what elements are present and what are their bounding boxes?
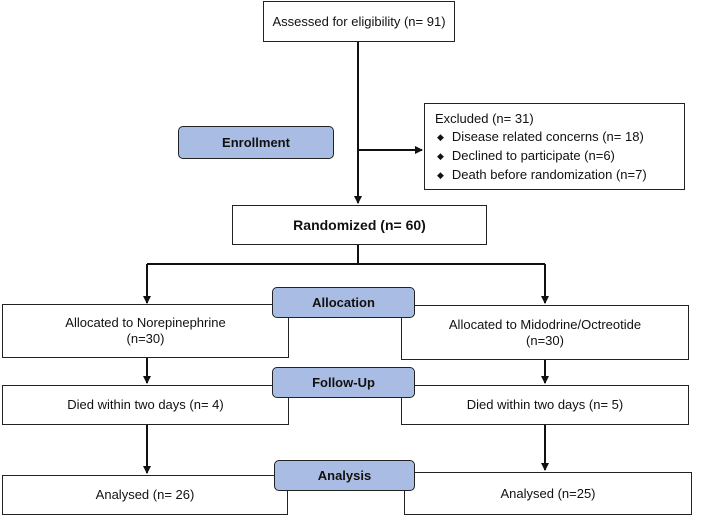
right-analysed-box: Analysed (n=25) bbox=[404, 472, 692, 515]
stage-analysis: Analysis bbox=[274, 460, 415, 491]
right-allocation-box: Allocated to Midodrine/Octreotide (n=30) bbox=[401, 305, 689, 360]
right-allocation-line2: (n=30) bbox=[526, 332, 564, 348]
left-allocation-box: Allocated to Norepinephrine (n=30) bbox=[2, 304, 289, 358]
diamond-bullet-icon: ◆ bbox=[437, 132, 444, 142]
excluded-reason: ◆Declined to participate (n=6) bbox=[437, 148, 615, 163]
left-died-box: Died within two days (n= 4) bbox=[2, 385, 289, 425]
excluded-box: Excluded (n= 31) ◆Disease related concer… bbox=[424, 103, 685, 190]
stage-enrollment: Enrollment bbox=[178, 126, 334, 159]
randomized-box: Randomized (n= 60) bbox=[232, 205, 487, 245]
stage-allocation-label: Allocation bbox=[312, 295, 375, 310]
left-analysed-box: Analysed (n= 26) bbox=[2, 475, 288, 515]
right-analysed-label: Analysed (n=25) bbox=[500, 485, 596, 501]
diamond-bullet-icon: ◆ bbox=[437, 151, 444, 161]
assessed-label: Assessed for eligibility (n= 91) bbox=[272, 13, 446, 29]
diamond-bullet-icon: ◆ bbox=[437, 170, 444, 180]
stage-enrollment-label: Enrollment bbox=[222, 135, 290, 150]
stage-allocation: Allocation bbox=[272, 287, 415, 318]
right-died-label: Died within two days (n= 5) bbox=[466, 397, 624, 412]
stage-follow-up: Follow-Up bbox=[272, 367, 415, 398]
excluded-reason: ◆Disease related concerns (n= 18) bbox=[437, 129, 644, 144]
excluded-reasons-list: ◆Disease related concerns (n= 18) ◆Decli… bbox=[435, 128, 647, 185]
left-allocation-line1: Allocated to Norepinephrine bbox=[65, 315, 226, 330]
randomized-label: Randomized (n= 60) bbox=[293, 217, 426, 233]
right-died-box: Died within two days (n= 5) bbox=[401, 385, 689, 425]
left-analysed-label: Analysed (n= 26) bbox=[95, 487, 195, 502]
stage-analysis-label: Analysis bbox=[317, 468, 372, 483]
excluded-reason: ◆Death before randomization (n=7) bbox=[437, 167, 647, 182]
assessed-box: Assessed for eligibility (n= 91) bbox=[263, 1, 455, 42]
excluded-title: Excluded (n= 31) bbox=[435, 111, 534, 126]
right-allocation-line1: Allocated to Midodrine/Octreotide bbox=[448, 316, 642, 332]
stage-follow-up-label: Follow-Up bbox=[312, 375, 375, 390]
left-died-label: Died within two days (n= 4) bbox=[67, 397, 224, 412]
left-allocation-line2: (n=30) bbox=[126, 331, 165, 346]
